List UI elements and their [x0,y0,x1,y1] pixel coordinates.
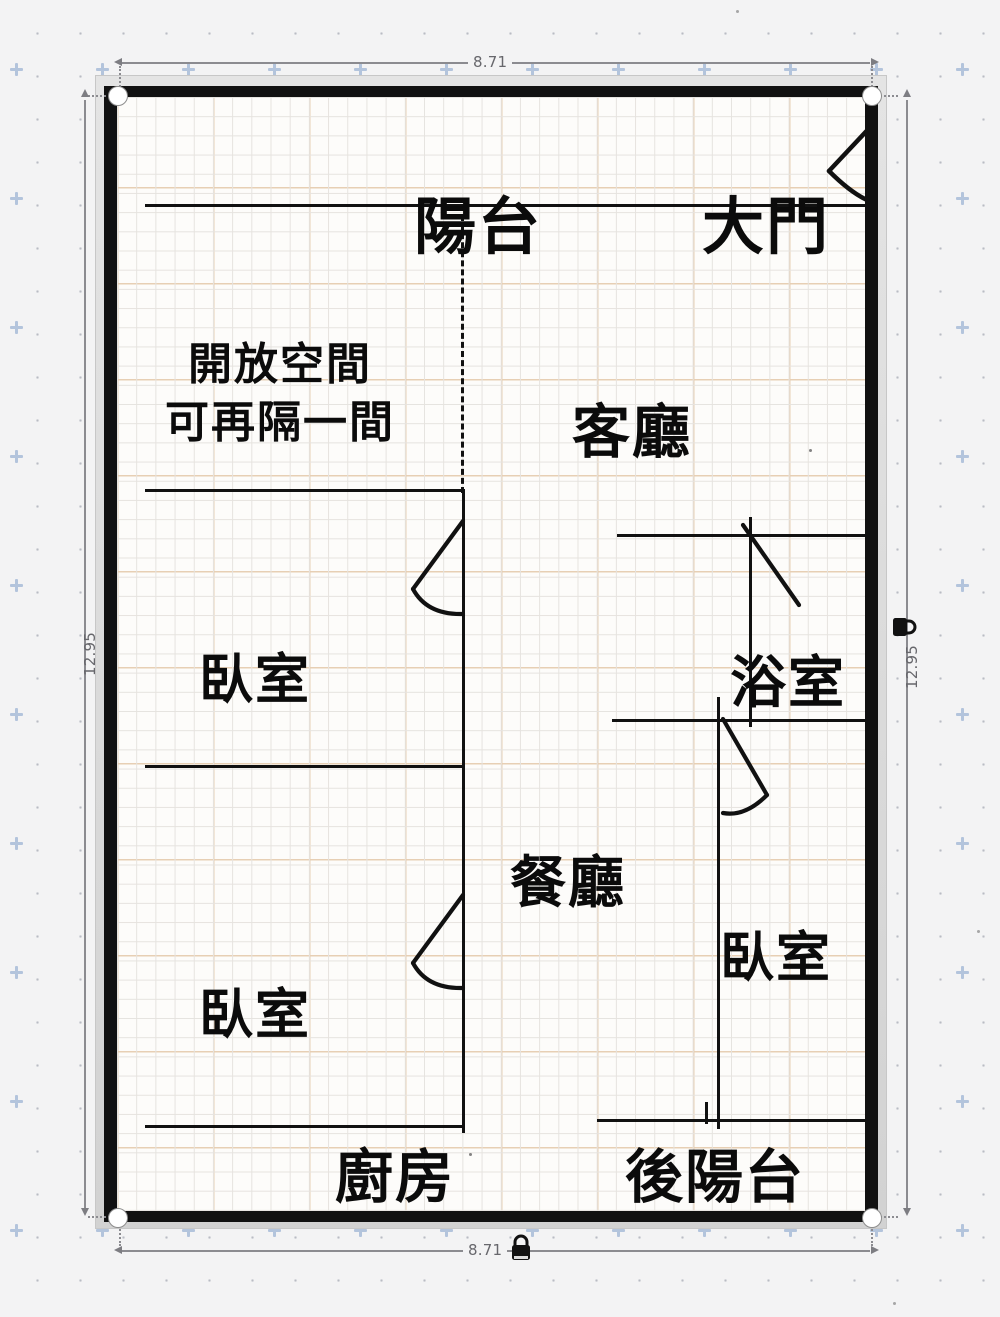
dim-arrow-bottom-right [864,1242,880,1262]
dim-tick-bottom-left [119,1222,121,1246]
room-label-text-line2: 可再隔一間 [165,396,395,448]
wall-rear-balcony-top [597,1119,865,1123]
paper-speck [564,1219,567,1222]
room-label-text: 浴室 [730,651,846,716]
dim-tick-right-top [876,95,898,97]
room-label-text: 廚房 [335,1143,456,1211]
dim-tick-bottom-right [871,1222,873,1246]
room-label-text: 臥室 [199,648,311,711]
room-label-dining-room: 餐廳 [510,854,626,913]
room-label-balcony-rear: 後陽台 [625,1147,805,1207]
dim-tick-left-top [88,95,110,97]
dim-line-right [906,100,908,1210]
dimension-top-label[interactable]: 8.71 [468,53,513,71]
dimension-right-label[interactable]: 12.95 [903,645,921,689]
canvas-speck [977,930,980,933]
wall-top-partition [145,204,865,208]
dimension-left-label[interactable]: 12.95 [81,632,99,676]
graph-paper-surface: 陽台 大門 開放空間 可再隔一間 客廳 臥室 浴室 餐廳 臥室 臥室 廚房 [117,97,865,1211]
dim-arrow-bottom-left [113,1242,129,1262]
resize-handle-bottom-left[interactable] [108,1208,128,1228]
dim-arrow-right-bottom [899,1201,915,1221]
wall-bedroom2-left [717,697,721,1129]
room-label-text-line1: 開放空間 [188,339,372,390]
room-label-text: 後陽台 [625,1143,806,1211]
wall-bathroom-bottom [612,719,865,723]
room-label-kitchen: 廚房 [335,1147,455,1207]
room-label-text: 臥室 [199,983,311,1046]
dim-arrow-top-right [864,54,880,74]
wall-rear-balcony-stub [705,1102,709,1124]
dim-tick-right-bottom [876,1216,898,1218]
wall-openspace-divider-dashed [461,215,464,493]
wall-kitchen-right-stub [462,1097,466,1129]
room-label-text: 大門 [702,190,831,263]
wall-kitchen-top [145,1125,465,1129]
door-bedroom-3 [387,889,473,995]
room-label-balcony-front: 陽台 [414,194,542,259]
dim-line-left [84,100,86,1210]
door-bedroom-1 [387,515,473,621]
room-label-text: 客廳 [572,398,693,466]
wall-bathroom-left [749,517,753,727]
resize-handle-bottom-right[interactable] [862,1208,882,1228]
dim-arrow-left-top [77,88,93,108]
room-label-open-space: 開放空間 可再隔一間 [165,342,395,446]
wall-corridor-vertical [462,489,466,1133]
door-bathroom [717,519,803,631]
room-label-bedroom-2: 臥室 [720,929,832,986]
door-main-entry [807,99,865,211]
wall-openspace-bottom [145,489,465,493]
wall-bathroom-top [617,534,865,538]
room-label-living-room: 客廳 [572,402,692,462]
dim-tick-top-left [119,66,121,90]
dim-arrow-top-left [113,54,129,74]
lock-icon-right[interactable] [890,614,918,640]
room-label-text: 陽台 [414,190,543,263]
room-label-bathroom: 浴室 [730,654,846,713]
lock-icon-bottom[interactable] [508,1233,534,1263]
dimension-bottom-label[interactable]: 8.71 [463,1241,508,1259]
dim-tick-top-right [871,66,873,90]
room-label-text: 餐廳 [510,851,626,916]
dim-arrow-right-top [899,88,915,108]
resize-handle-top-left[interactable] [108,86,128,106]
room-label-bedroom-3: 臥室 [199,986,311,1043]
room-label-main-door: 大門 [702,194,830,259]
room-label-bedroom-1: 臥室 [199,651,311,708]
room-label-text: 臥室 [720,926,832,989]
wall-bedroom1-bottom [145,765,465,769]
door-bedroom-2 [705,713,791,825]
dim-arrow-left-bottom [77,1201,93,1221]
floor-plan[interactable]: 陽台 大門 開放空間 可再隔一間 客廳 臥室 浴室 餐廳 臥室 臥室 廚房 [104,86,878,1222]
dim-tick-left-bottom [88,1216,110,1218]
canvas-speck [736,10,739,13]
paper-speck [809,449,812,452]
paper-speck [469,1153,472,1156]
resize-handle-top-right[interactable] [862,86,882,106]
canvas-speck [893,1302,896,1305]
